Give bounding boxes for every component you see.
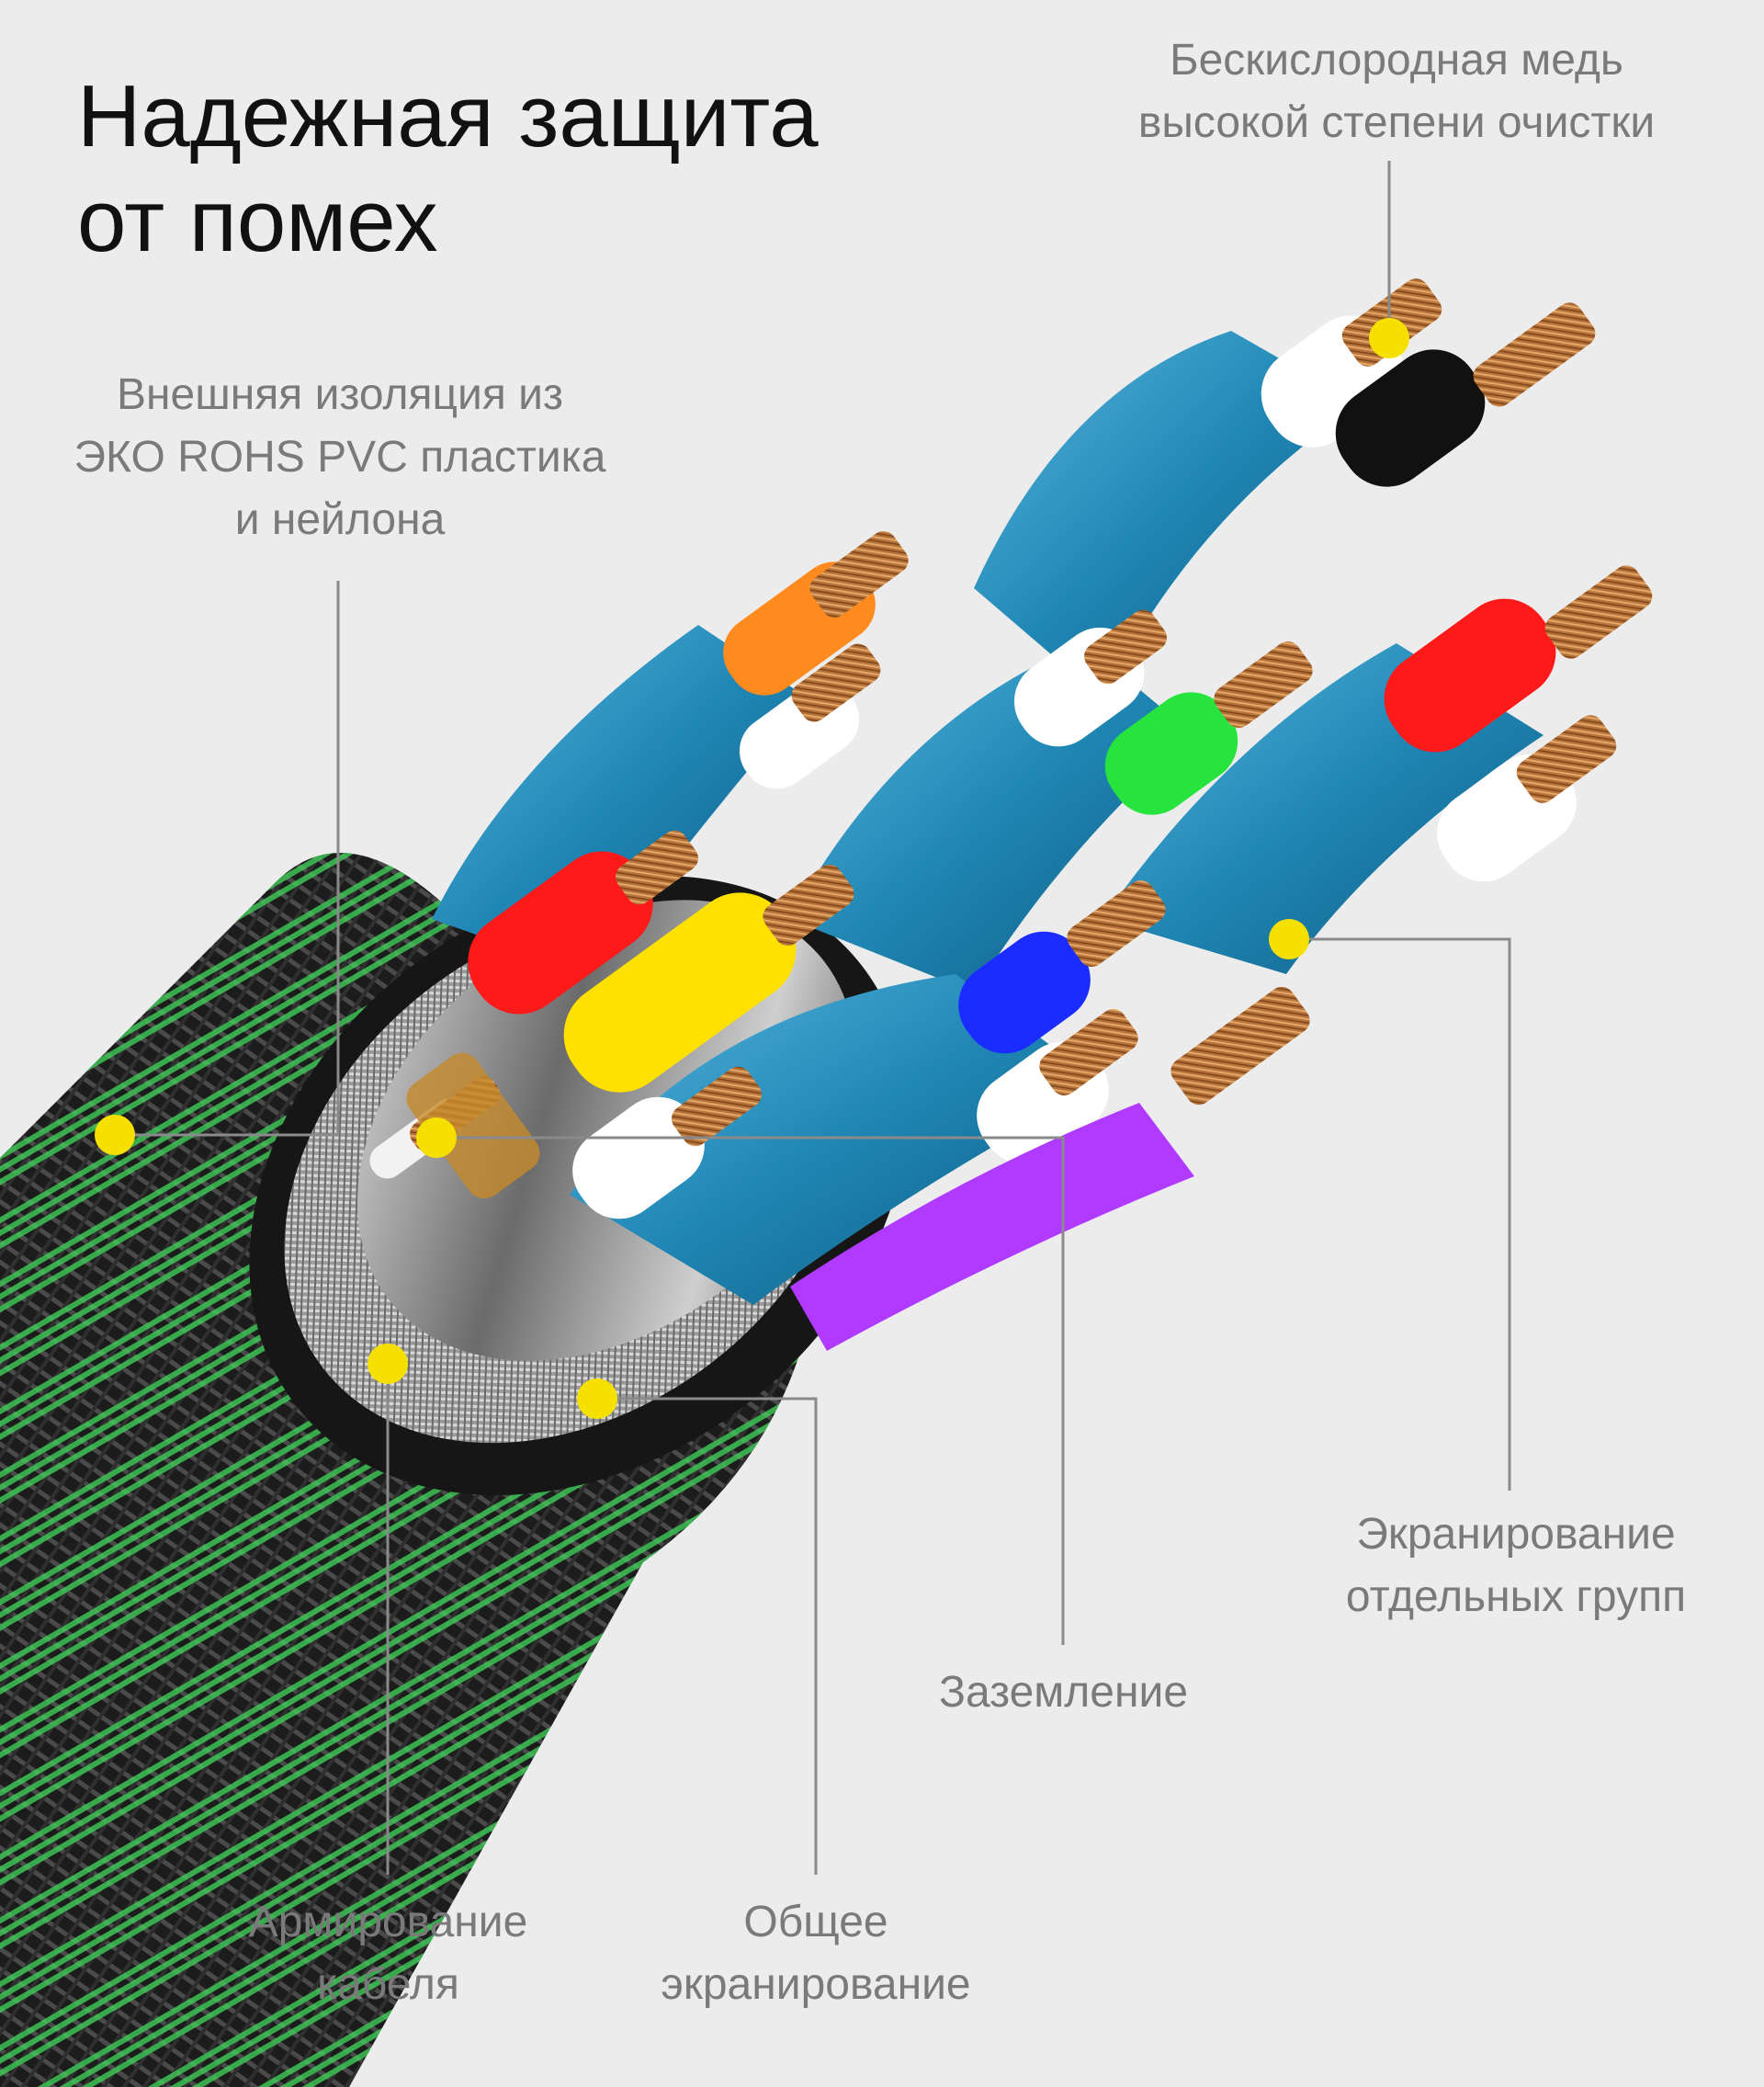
twisted-pair-white-black: [974, 315, 1486, 698]
twisted-pair-blue-white-purple: [570, 931, 1194, 1351]
leader-lines: [115, 161, 1511, 1875]
callout-common-shielding-line-1: Общее: [743, 1898, 888, 1946]
callout-grounding: Заземление: [854, 1662, 1272, 1724]
markers: [95, 318, 1409, 1419]
inner-wire-yellow: [563, 892, 797, 1093]
marker-copper: [1369, 318, 1409, 358]
leader-line-grounding: [436, 1136, 1065, 1645]
marker-grounding: [416, 1117, 457, 1158]
callout-common-shielding-line-2: экранирование: [661, 1960, 971, 2009]
marker-outer-insulation: [95, 1115, 135, 1155]
callout-outer-insulation-line-1: Внешняя изоляция из: [117, 370, 563, 419]
marker-group-shielding: [1269, 919, 1309, 959]
copper-conductors: [616, 278, 1653, 1147]
headline-line-1: Надежная защита: [77, 67, 819, 165]
callout-outer-insulation-line-2: ЭКО ROHS PVC пластика: [74, 433, 606, 482]
marker-common-shielding: [577, 1378, 617, 1419]
leader-line-common-shielding: [597, 1397, 818, 1875]
callout-copper: Бескислородная медь высокой степени очис…: [1057, 29, 1736, 154]
callout-reinforcement-line-1: Армирование: [248, 1898, 528, 1946]
callout-group-shielding: Экранирование отдельных групп: [1268, 1503, 1764, 1628]
callout-copper-line-1: Бескислородная медь: [1170, 36, 1623, 85]
callout-outer-insulation: Внешняя изоляция из ЭКО ROHS PVC пластик…: [18, 364, 662, 551]
callout-group-shielding-line-2: отдельных групп: [1345, 1572, 1687, 1621]
leader-line-group-shielding: [1289, 937, 1511, 1491]
inner-wire-red: [468, 851, 653, 1015]
callout-group-shielding-line-1: Экранирование: [1356, 1510, 1676, 1559]
headline-line-2: от помех: [77, 172, 438, 270]
callout-copper-line-2: высокой степени очистки: [1137, 98, 1656, 147]
callout-reinforcement: Армирование кабеля: [184, 1891, 593, 2016]
headline: Надежная защита от помех: [77, 64, 819, 274]
callout-common-shielding: Общее экранирование: [606, 1891, 1025, 2016]
callout-grounding-line-1: Заземление: [938, 1668, 1189, 1717]
marker-reinforcement: [368, 1344, 408, 1384]
callout-outer-insulation-line-3: и нейлона: [234, 495, 446, 544]
leader-line-outer-insulation: [115, 581, 340, 1137]
callout-reinforcement-line-2: кабеля: [317, 1960, 459, 2009]
